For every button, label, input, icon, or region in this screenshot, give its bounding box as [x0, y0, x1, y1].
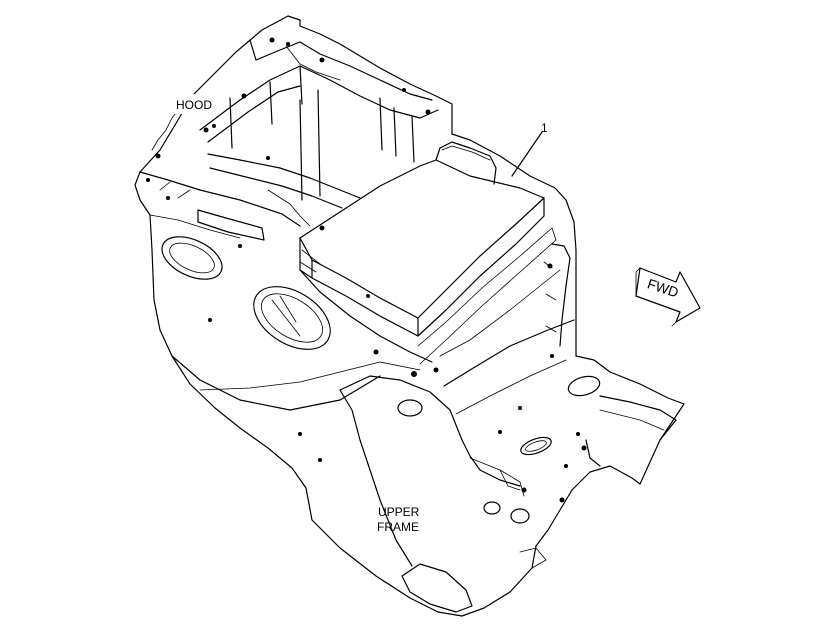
fastener-dots: [146, 37, 587, 503]
rear-frame-structure: [151, 39, 439, 241]
hood-label: HOOD: [176, 98, 212, 112]
upper-frame-label-line2: FRAME: [377, 520, 419, 534]
battery-box: [299, 141, 571, 365]
fwd-label: FWD: [645, 275, 680, 300]
upper-frame-label-line1: UPPER: [378, 505, 420, 519]
hood-label-box: [170, 94, 218, 114]
frame-openings: [161, 236, 601, 524]
part-1-leader-line: [511, 131, 543, 177]
upper-frame-body: [134, 15, 685, 617]
forward-arrow-icon: [635, 267, 701, 327]
part-number-label: 1: [541, 121, 548, 135]
lower-frame-details: [339, 319, 677, 613]
